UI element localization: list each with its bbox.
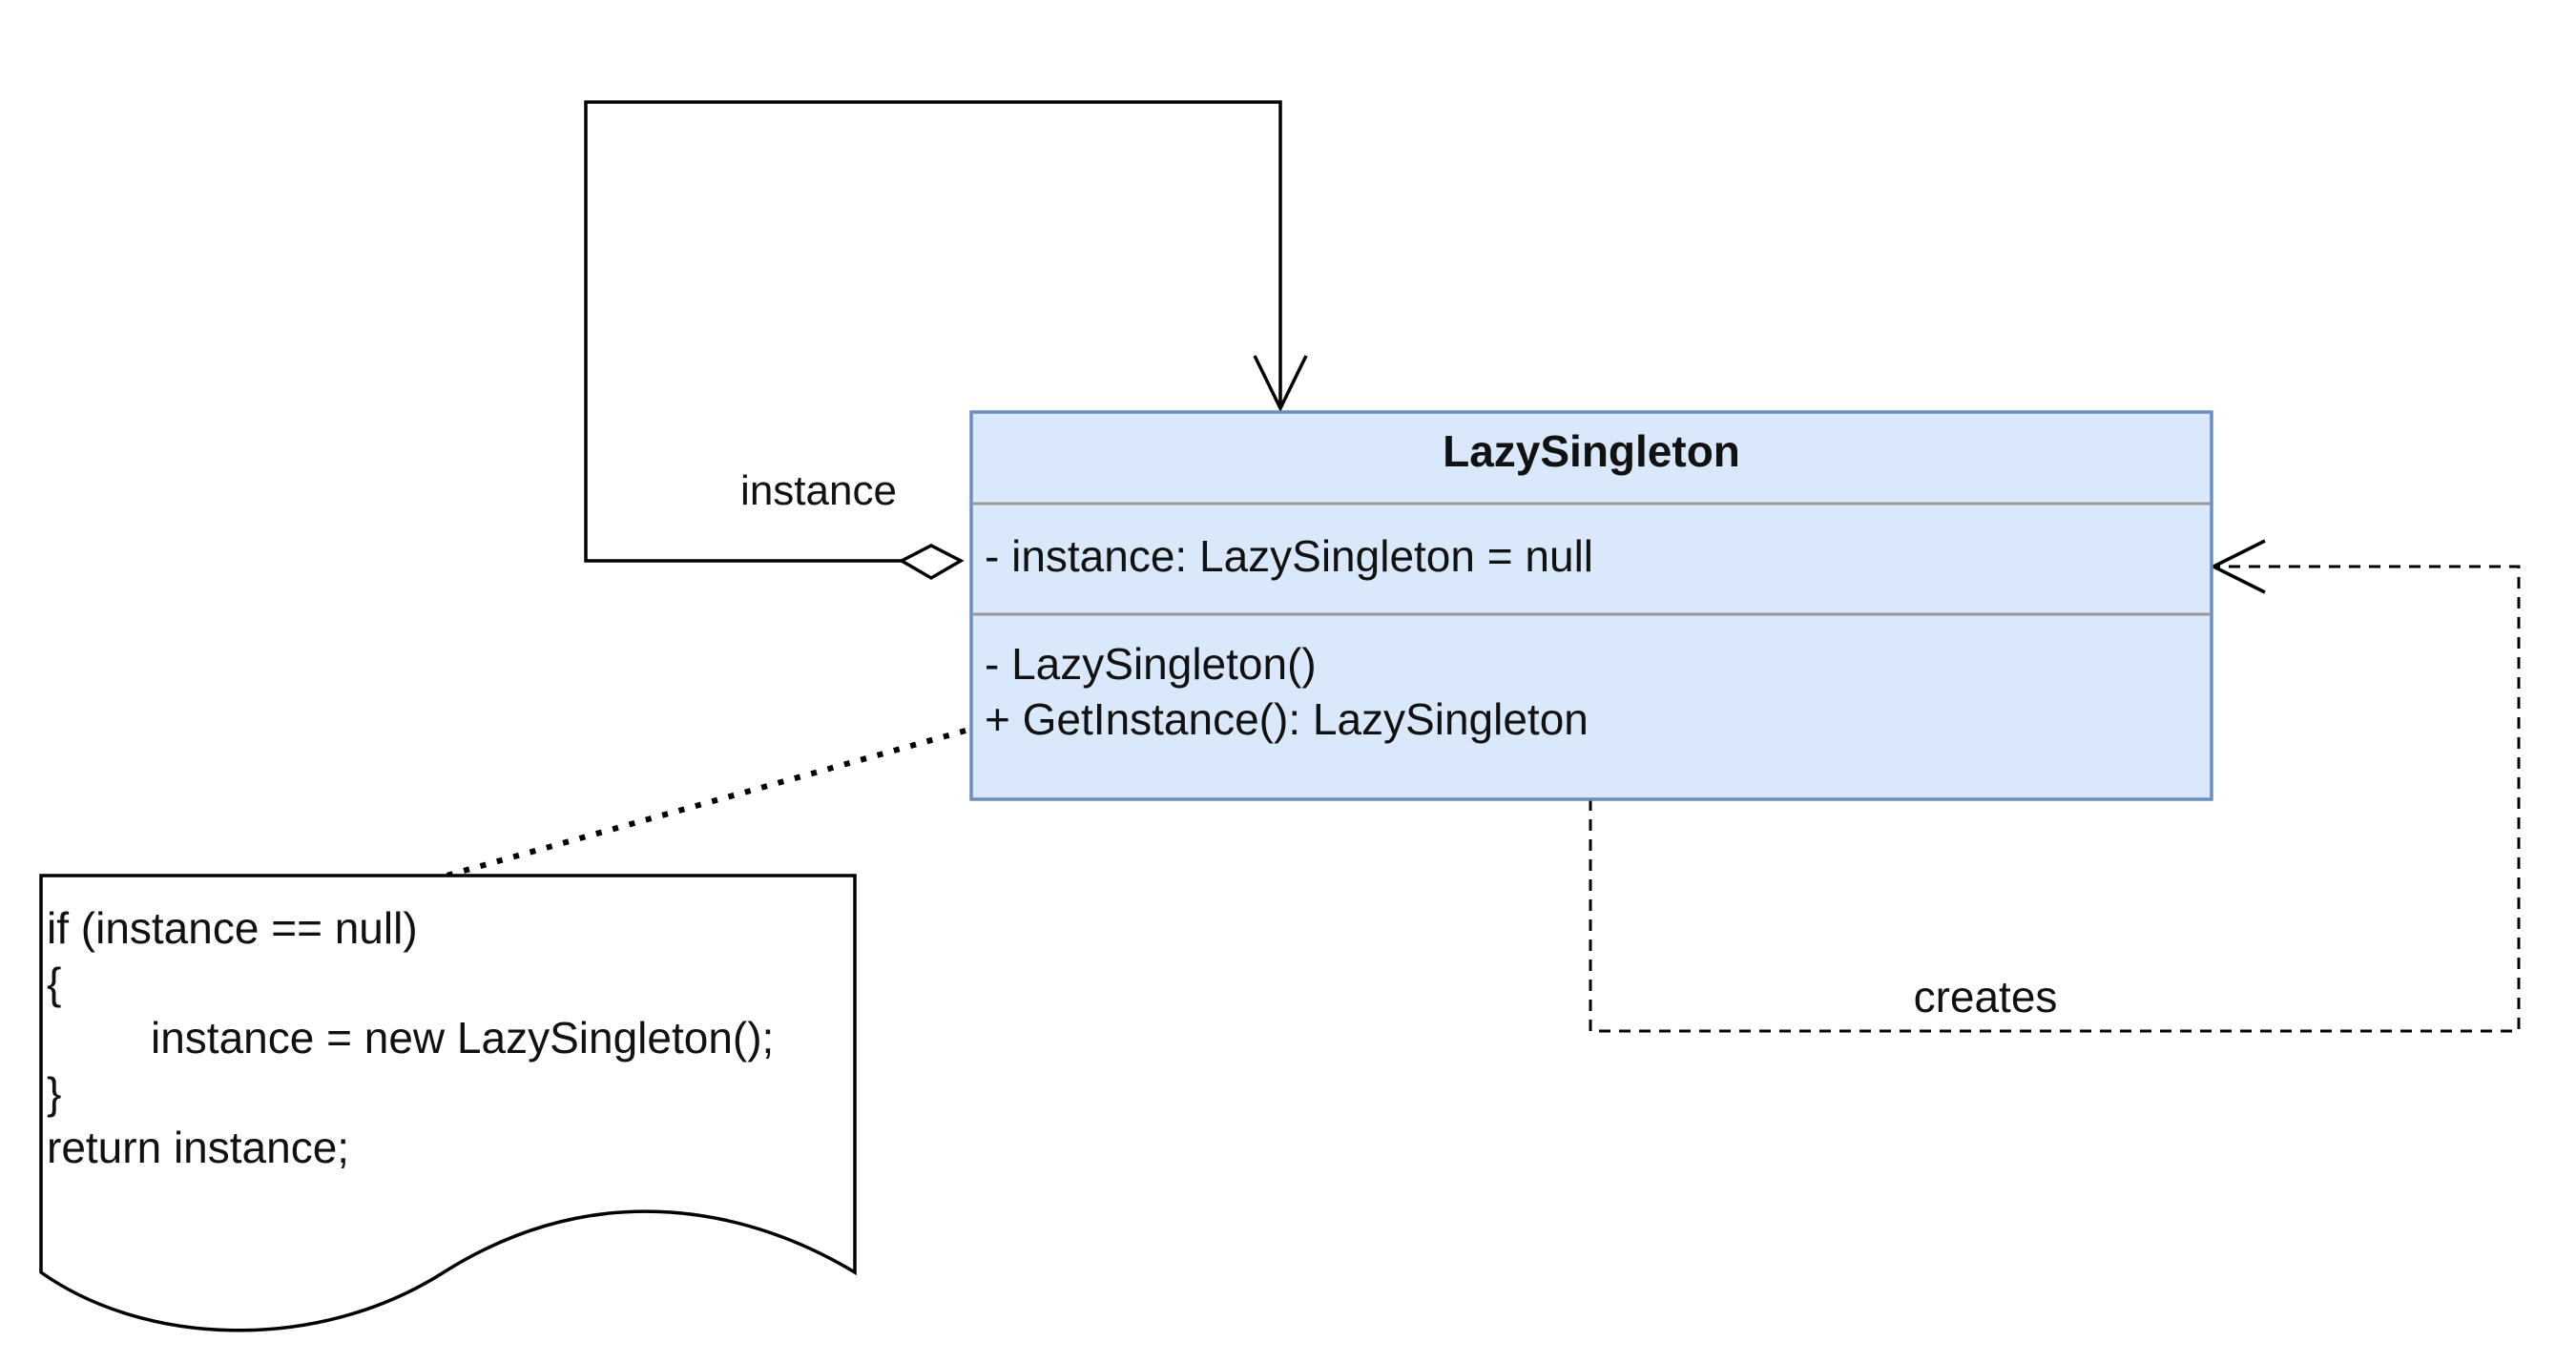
dependency-line — [1589, 565, 2521, 1033]
class-box — [969, 410, 2213, 801]
aggregation-diamond — [898, 544, 965, 581]
note-shape — [39, 874, 857, 1332]
creates-dependency-connector[interactable] — [1589, 539, 2521, 1033]
note-code-line: } — [47, 1068, 61, 1118]
self-aggregation-connector[interactable] — [584, 100, 1308, 581]
class-method: - LazySingleton() — [985, 639, 1317, 689]
note-code-line: { — [47, 959, 61, 1008]
note-code-line: instance = new LazySingleton(); — [151, 1013, 774, 1063]
class-method: + GetInstance(): LazySingleton — [985, 694, 1589, 744]
note-code-line: if (instance == null) — [47, 903, 418, 953]
note-anchor-line — [446, 728, 966, 878]
self-aggregation-label: instance — [740, 467, 897, 514]
class-name: LazySingleton — [1443, 426, 1740, 476]
class-attribute: - instance: LazySingleton = null — [985, 531, 1593, 581]
open-arrowhead — [1253, 355, 1308, 412]
aggregation-line — [584, 100, 1282, 563]
note-code-line: return instance; — [47, 1123, 349, 1172]
class-lazysingleton[interactable]: LazySingleton - instance: LazySingleton … — [969, 410, 2213, 801]
code-note[interactable]: if (instance == null) { instance = new L… — [39, 874, 857, 1332]
open-arrowhead — [2210, 539, 2266, 594]
creates-label: creates — [1914, 972, 2058, 1022]
